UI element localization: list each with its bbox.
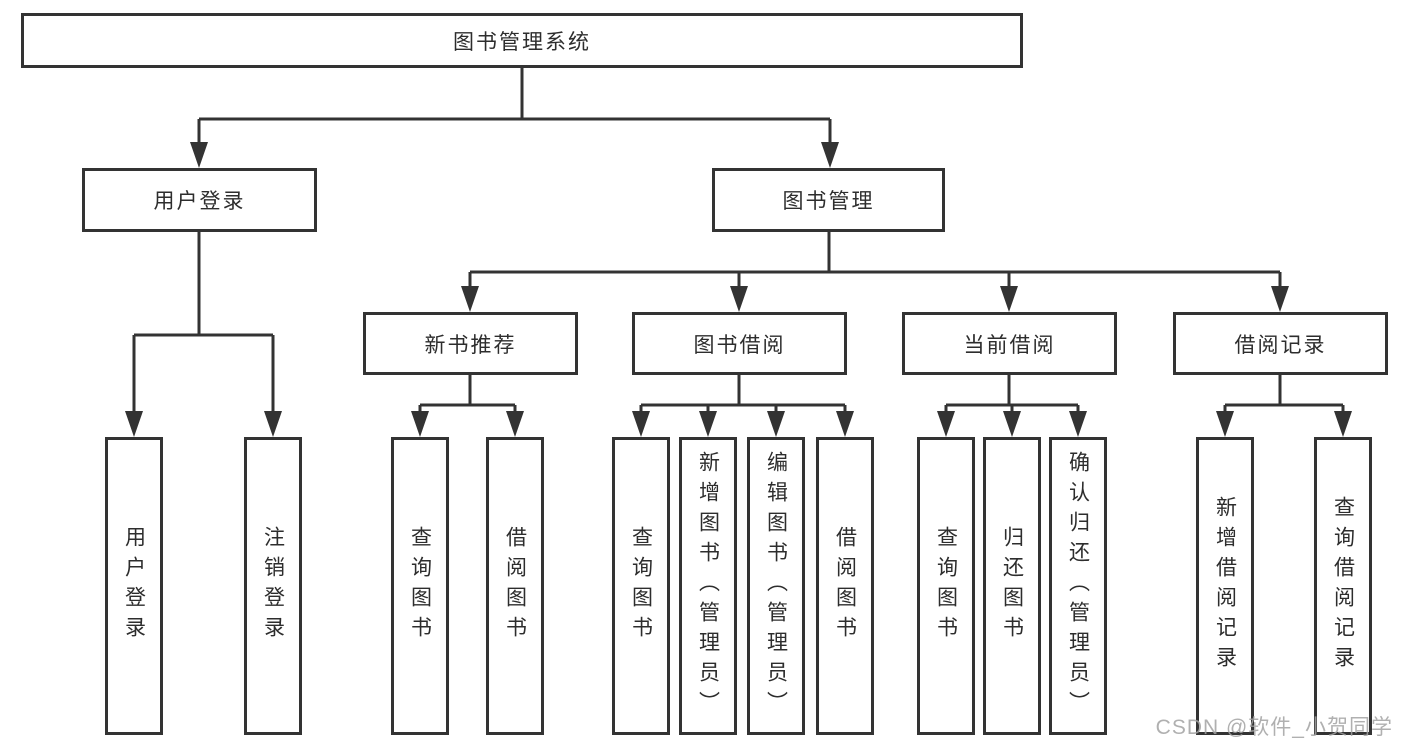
leaf-logout-label: 注销登录 (261, 526, 285, 646)
node-user-login: 用户登录 (82, 168, 317, 232)
leaf-confirm-return-admin: 确认归还（管理员） (1049, 437, 1107, 735)
arrowhead-icons (125, 142, 1352, 437)
node-current-borrowing-label: 当前借阅 (963, 333, 1056, 357)
node-new-book-recommend-label: 新书推荐 (424, 333, 517, 357)
node-new-book-recommend: 新书推荐 (363, 312, 578, 375)
csdn-watermark: CSDN @软件_小贺同学 (1155, 716, 1393, 739)
leaf-borrowing-borrow-books-label: 借阅图书 (833, 526, 857, 646)
node-root-label: 图书管理系统 (453, 30, 591, 54)
leaf-add-books-admin-label: 新增图书（管理员） (696, 451, 720, 721)
leaf-user-login: 用户登录 (105, 437, 163, 735)
node-book-borrowing-label: 图书借阅 (693, 333, 786, 357)
leaf-current-query-books-label: 查询图书 (934, 526, 958, 646)
leaf-confirm-return-admin-label: 确认归还（管理员） (1066, 451, 1090, 721)
leaf-return-books-label: 归还图书 (1000, 526, 1024, 646)
node-book-borrowing: 图书借阅 (632, 312, 847, 375)
leaf-query-borrow-record-label: 查询借阅记录 (1331, 496, 1355, 676)
node-borrowing-records: 借阅记录 (1173, 312, 1388, 375)
connector-lines (132, 68, 1345, 415)
leaf-edit-books-admin: 编辑图书（管理员） (747, 437, 805, 735)
leaf-borrowing-borrow-books: 借阅图书 (816, 437, 874, 735)
node-borrowing-records-label: 借阅记录 (1234, 333, 1327, 357)
leaf-recommend-query-books-label: 查询图书 (408, 526, 432, 646)
leaf-borrowing-query-books: 查询图书 (612, 437, 670, 735)
leaf-add-books-admin: 新增图书（管理员） (679, 437, 737, 735)
leaf-recommend-borrow-books: 借阅图书 (486, 437, 544, 735)
node-book-management: 图书管理 (712, 168, 945, 232)
leaf-add-borrow-record: 新增借阅记录 (1196, 437, 1254, 735)
leaf-edit-books-admin-label: 编辑图书（管理员） (764, 451, 788, 721)
leaf-user-login-label: 用户登录 (122, 526, 146, 646)
leaf-borrowing-query-books-label: 查询图书 (629, 526, 653, 646)
leaf-recommend-query-books: 查询图书 (391, 437, 449, 735)
node-root: 图书管理系统 (21, 13, 1023, 68)
leaf-current-query-books: 查询图书 (917, 437, 975, 735)
node-user-login-label: 用户登录 (153, 190, 246, 213)
leaf-return-books: 归还图书 (983, 437, 1041, 735)
leaf-recommend-borrow-books-label: 借阅图书 (503, 526, 527, 646)
leaf-query-borrow-record: 查询借阅记录 (1314, 437, 1372, 735)
node-book-management-label: 图书管理 (782, 190, 875, 213)
leaf-add-borrow-record-label: 新增借阅记录 (1213, 496, 1237, 676)
node-current-borrowing: 当前借阅 (902, 312, 1117, 375)
leaf-logout: 注销登录 (244, 437, 302, 735)
